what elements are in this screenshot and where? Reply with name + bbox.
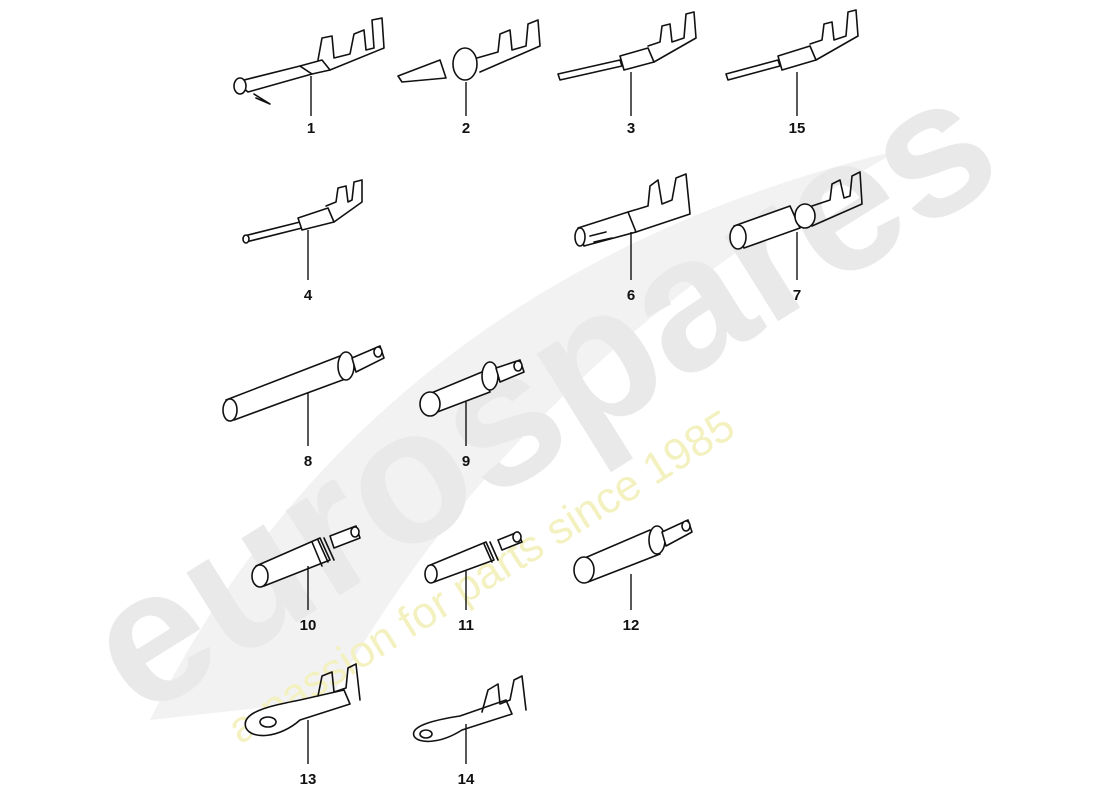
part-label-1: 1 [307, 120, 315, 137]
part-label-14: 14 [458, 771, 475, 788]
part-11-drawing [424, 531, 523, 584]
watermark: eurospares a passion for parts since 198… [49, 32, 1030, 755]
part-2[interactable]: 2 [397, 19, 541, 137]
part-9-drawing [419, 359, 525, 417]
part-15-drawing [725, 9, 859, 81]
part-15[interactable]: 15 [725, 9, 859, 137]
part-13-drawing [244, 663, 361, 737]
part-label-6: 6 [627, 287, 635, 304]
part-label-9: 9 [462, 453, 470, 470]
part-label-4: 4 [304, 287, 313, 304]
part-label-10: 10 [300, 617, 317, 634]
part-10-drawing [251, 525, 361, 588]
part-label-8: 8 [304, 453, 312, 470]
part-11[interactable]: 11 [424, 531, 523, 634]
part-4[interactable]: 4 [242, 179, 363, 304]
part-label-15: 15 [789, 120, 806, 137]
part-1-drawing [233, 17, 385, 105]
part-10[interactable]: 10 [251, 525, 361, 634]
part-13[interactable]: 13 [244, 663, 361, 788]
part-9[interactable]: 9 [419, 359, 525, 470]
part-7[interactable]: 7 [729, 171, 863, 304]
part-12-drawing [573, 519, 693, 584]
part-label-12: 12 [623, 617, 640, 634]
part-3[interactable]: 3 [557, 11, 697, 137]
part-label-13: 13 [300, 771, 317, 788]
part-label-7: 7 [793, 287, 801, 304]
part-label-3: 3 [627, 120, 635, 137]
part-14-drawing [412, 675, 527, 743]
part-2-drawing [397, 19, 541, 83]
part-6[interactable]: 6 [574, 173, 691, 304]
part-14[interactable]: 14 [412, 675, 527, 788]
part-8-drawing [222, 345, 385, 422]
part-1[interactable]: 1 [233, 17, 385, 137]
part-7-drawing [729, 171, 863, 250]
part-4-drawing [242, 179, 363, 244]
part-8[interactable]: 8 [222, 345, 385, 470]
part-12[interactable]: 12 [573, 519, 693, 634]
part-6-drawing [574, 173, 691, 247]
part-3-drawing [557, 11, 697, 81]
part-label-2: 2 [462, 120, 470, 137]
watermark-swoosh [150, 150, 900, 720]
watermark-brand: eurospares [49, 32, 1030, 755]
part-label-11: 11 [458, 617, 474, 634]
